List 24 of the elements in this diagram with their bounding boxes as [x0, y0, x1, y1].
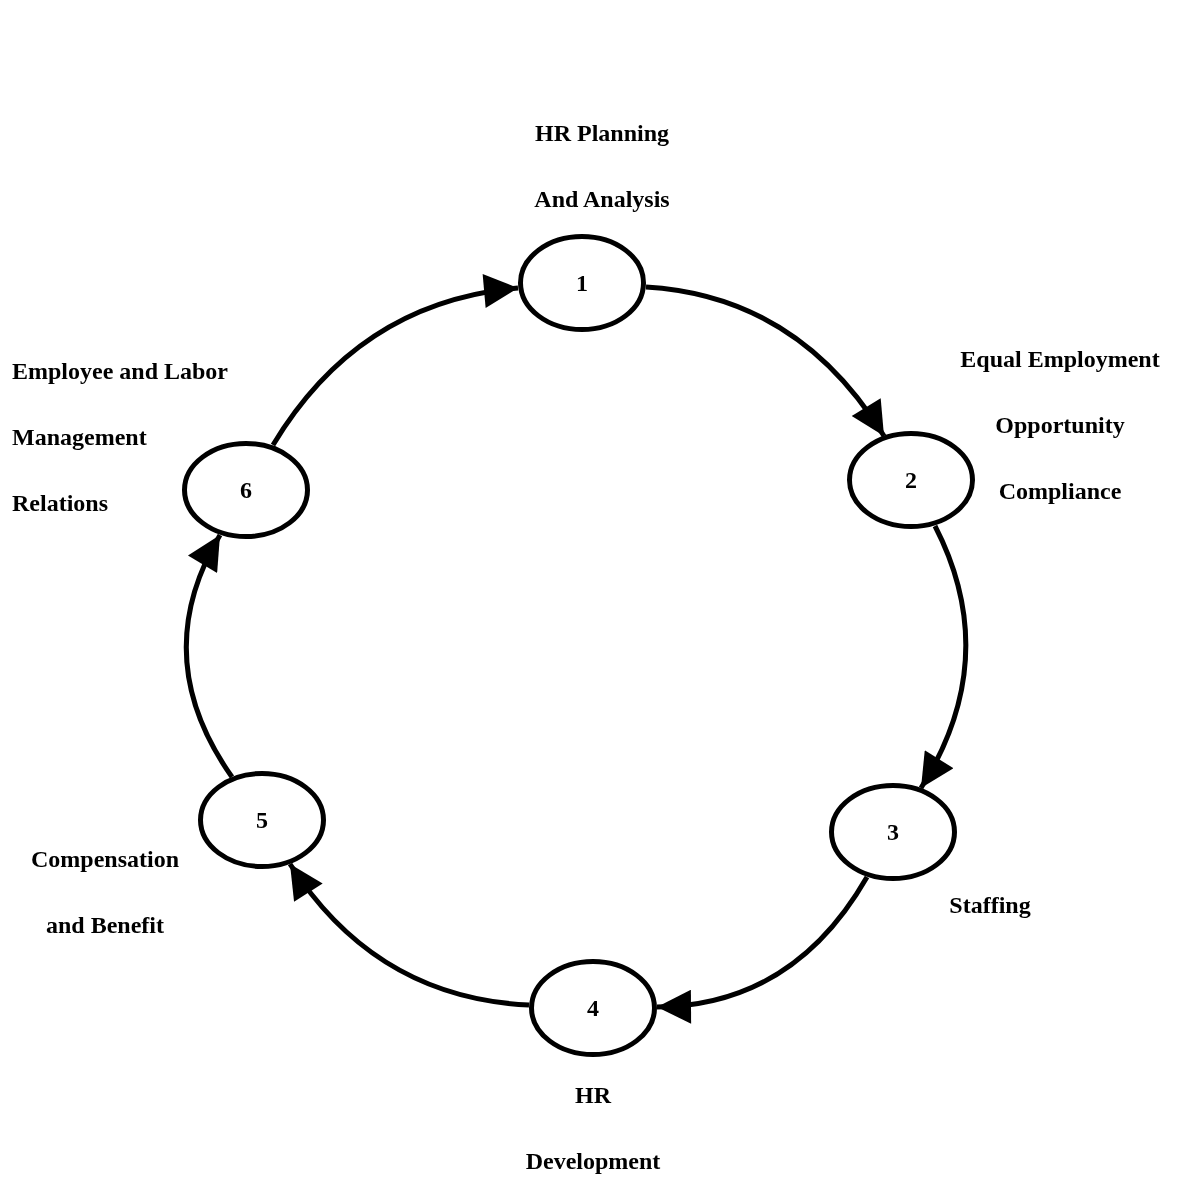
arrow [656, 875, 870, 1023]
step-number: 1 [576, 269, 588, 297]
step-number: 3 [887, 818, 899, 846]
step-number: 6 [240, 476, 252, 504]
step-label: HR Development [524, 1081, 662, 1176]
step-circle [847, 431, 975, 529]
arrow [918, 524, 969, 790]
arrow [287, 862, 530, 1008]
step-number: 2 [905, 466, 917, 494]
step-circle [529, 959, 657, 1057]
step-label: HR Planning And Analysis [533, 119, 671, 214]
step-circle [182, 441, 310, 539]
arrow [184, 533, 235, 779]
step-circle [518, 234, 646, 332]
step-label: Equal Employment Opportunity Compliance [959, 345, 1161, 506]
arrow [270, 275, 519, 447]
step-number: 5 [256, 806, 268, 834]
arrow [645, 284, 887, 438]
step-circle [829, 783, 957, 881]
step-label: Compensation and Benefit [30, 845, 180, 940]
step-number: 4 [587, 994, 599, 1022]
step-label: Employee and Labor Management Relations [12, 357, 229, 518]
step-label: Staffing [948, 891, 1032, 920]
step-circle [198, 771, 326, 869]
